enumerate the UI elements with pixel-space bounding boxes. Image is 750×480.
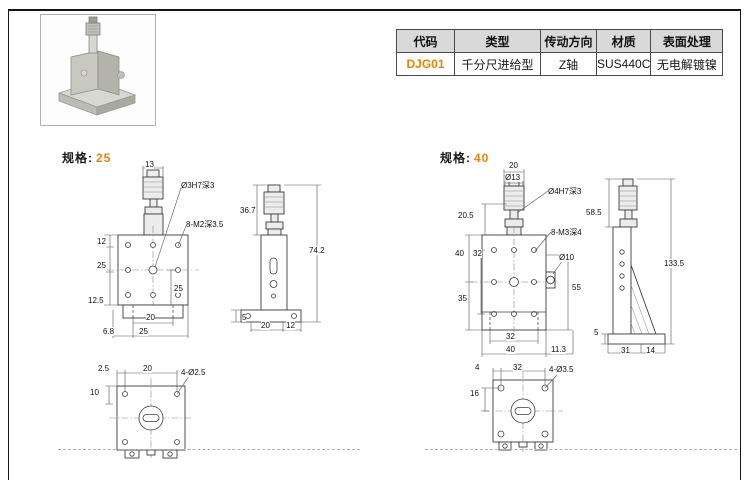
dim-bottom-right: 11.3 — [551, 345, 566, 354]
spec25-section: 13 Ø3H7深3 8-M2深3.5 12 25 12.5 25 20 6.8 … — [55, 160, 365, 472]
dim-left-top: 12 — [97, 237, 106, 246]
dim-right-height: 55 — [572, 283, 581, 292]
spec40-size: 40 — [474, 151, 490, 165]
dim-center-hole: Ø4H7深3 — [548, 187, 582, 196]
dim-side-depth1: 20 — [261, 321, 270, 330]
spec25-label: 规格: — [62, 151, 93, 165]
spec40-section: 20 Ø13 Ø4H7深3 8-M3深4 20.5 40 32 35 Ø10 5… — [425, 160, 735, 472]
dim-left-outer: 40 — [455, 249, 464, 258]
dim-bottom-outer: 40 — [506, 345, 515, 354]
dim-side-mic-height: 58.5 — [586, 208, 602, 217]
front-view — [104, 166, 199, 338]
table-header-row: 代码 类型 传动方向 材质 表面处理 — [396, 29, 724, 53]
cell-material: SUS440C — [595, 52, 652, 76]
cell-surface: 无电解镀镍 — [650, 52, 724, 76]
dim-center-hole: Ø3H7深3 — [181, 181, 215, 190]
col-header-material: 材质 — [595, 29, 652, 53]
dim-bottom-width: 25 — [139, 327, 148, 336]
front-view — [465, 169, 574, 357]
spec25-heading: 规格:25 — [62, 149, 111, 166]
dim-bv-offset: 4 — [475, 363, 480, 372]
dim-bv-pitch: 20 — [143, 364, 152, 373]
dim-left-bottom: 35 — [458, 294, 467, 303]
dim-bottom-inner: 32 — [506, 332, 515, 341]
spec25-size: 25 — [96, 151, 112, 165]
dim-left-inner: 32 — [473, 249, 482, 258]
product-photo-image — [57, 16, 137, 116]
dim-bv-pitch: 32 — [513, 363, 522, 372]
side-view — [601, 178, 675, 354]
dim-bv-holes: 4-Ø3.5 — [549, 365, 574, 374]
product-photo — [40, 14, 156, 126]
dim-side-foot: 5 — [594, 328, 599, 337]
dim-side-depth2: 14 — [646, 346, 655, 355]
cell-type: 千分尺进给型 — [454, 52, 541, 76]
spec40-heading: 规格:40 — [440, 149, 489, 166]
dim-side-depth1: 31 — [621, 346, 630, 355]
page-separator-left — [58, 449, 360, 450]
dim-left-bottom: 12.5 — [88, 296, 104, 305]
dim-base-width: 20 — [146, 313, 155, 322]
dim-bv-left: 10 — [90, 388, 99, 397]
dim-tap-holes: 8-M3深4 — [551, 228, 582, 237]
page-separator-right — [425, 449, 737, 450]
dim-mic-dia: Ø13 — [505, 173, 521, 182]
dim-side-total-height: 74.2 — [309, 246, 325, 255]
col-header-surface: 表面处理 — [650, 29, 724, 53]
dim-left-mid: 25 — [97, 261, 106, 270]
col-header-type: 类型 — [454, 29, 541, 53]
page-border-left — [8, 9, 9, 480]
spec25-drawing — [104, 166, 321, 459]
dim-bv-holes: 4-Ø2.5 — [181, 368, 206, 377]
dim-bv-left: 16 — [470, 389, 479, 398]
dim-side-hole: Ø10 — [559, 253, 575, 262]
page-border-right — [740, 9, 741, 480]
dim-bv-offset: 2.5 — [98, 364, 110, 373]
col-header-code: 代码 — [396, 29, 455, 53]
dim-inner-right: 25 — [174, 284, 183, 293]
dim-side-depth2: 12 — [286, 321, 295, 330]
dim-bottom-offset: 6.8 — [103, 327, 115, 336]
dim-side-mic-height: 36.7 — [240, 206, 256, 215]
spec40-drawing — [465, 169, 675, 452]
bottom-view — [105, 370, 193, 459]
dim-left-top: 20.5 — [458, 211, 474, 220]
bottom-view — [481, 368, 563, 452]
table-row: DJG01 千分尺进给型 Z轴 SUS440C 无电解镀镍 — [396, 52, 724, 76]
page-border-top — [8, 9, 741, 11]
dim-side-foot: 5 — [242, 313, 247, 322]
spec40-label: 规格: — [440, 151, 471, 165]
dim-tap-holes: 8-M2深3.5 — [186, 220, 224, 229]
spec-table: 代码 类型 传动方向 材质 表面处理 DJG01 千分尺进给型 Z轴 SUS44… — [396, 29, 724, 76]
dim-mic-width: 20 — [509, 161, 518, 170]
cell-code: DJG01 — [396, 52, 455, 76]
dim-side-total-height: 133.5 — [664, 259, 685, 268]
cell-direction: Z轴 — [540, 52, 597, 76]
col-header-direction: 传动方向 — [540, 29, 597, 53]
dim-mic-width: 13 — [145, 160, 154, 169]
